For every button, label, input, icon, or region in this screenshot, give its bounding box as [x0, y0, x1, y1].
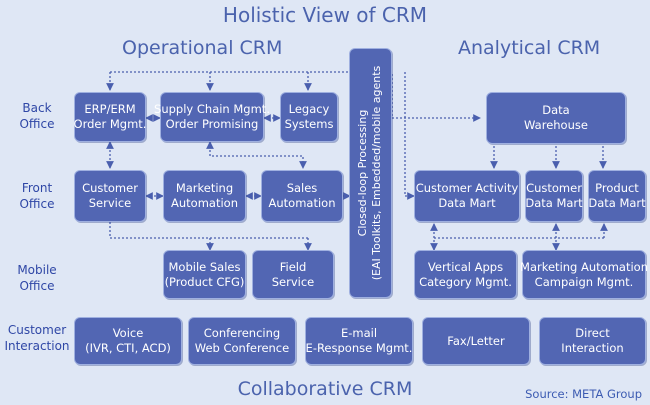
- box-fax-letter: Fax/Letter: [422, 317, 530, 365]
- box-supply-chain: Supply Chain Mgmt.Order Promising: [154, 92, 270, 142]
- section-operational-crm: Operational CRM: [122, 37, 283, 59]
- box-mobile-sales: Mobile Sales(Product CFG): [163, 250, 246, 299]
- connector-supply-sales: [206, 141, 307, 169]
- connector-closedloop-activity: [404, 72, 415, 200]
- row-label-customer-interaction: Customer Interaction: [4, 323, 70, 353]
- diagram-title: Holistic View of CRM: [222, 3, 428, 27]
- row-label-mobile-office: Mobile Office: [17, 263, 57, 293]
- section-collaborative-crm: Collaborative CRM: [237, 378, 413, 400]
- row-label-back-office: Back Office: [19, 101, 55, 131]
- source-note: Source: META Group: [525, 387, 642, 401]
- row-label-front-office: Front Office: [19, 181, 55, 211]
- top-bus-line: [110, 71, 481, 122]
- box-voice: Voice(IVR, CTI, ACD): [74, 317, 182, 365]
- section-analytical-crm: Analytical CRM: [458, 37, 601, 59]
- mobile-bus-line: [109, 222, 308, 239]
- box-closed-loop-processing: Closed-loop Processing (EAI Toolkits, Em…: [349, 48, 392, 298]
